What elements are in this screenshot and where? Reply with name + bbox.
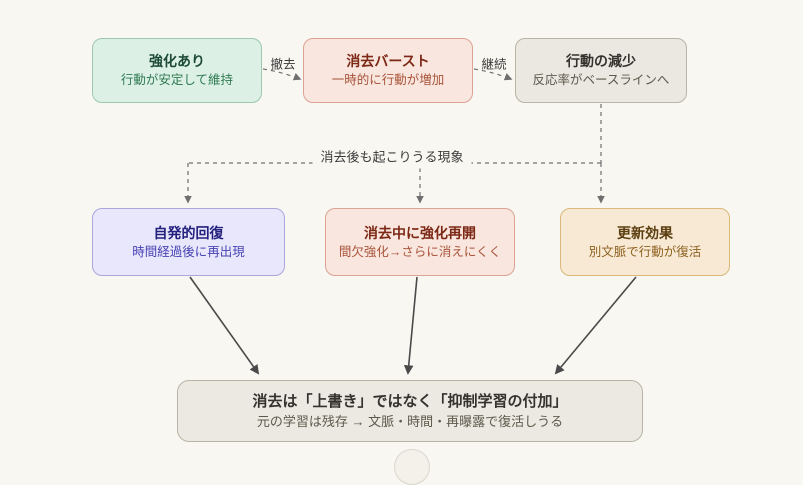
node-subtitle: 行動が安定して維持	[120, 73, 234, 88]
node-subtitle: 一時的に行動が増加	[331, 73, 445, 88]
node-reinforced: 強化あり 行動が安定して維持	[92, 38, 262, 103]
arrow-spontaneous-conclusion	[189, 276, 260, 375]
edge-continue-arrow	[473, 68, 513, 81]
node-renewal-effect: 更新効果 別文脈で行動が復活	[560, 208, 730, 276]
diagram-canvas: 消去後も起こりうる現象 撤去 継続 強化あり 行動が安定して維持 消去バースト …	[92, 38, 730, 485]
node-title: 強化あり	[149, 53, 205, 70]
connector-layer	[184, 68, 637, 375]
node-title: 消去は「上書き」ではなく「抑制学習の付加」	[252, 392, 568, 410]
node-subtitle: 別文脈で行動が復活	[588, 244, 702, 259]
node-title: 自発的回復	[153, 224, 224, 241]
edge-label-continue: 継続	[481, 57, 507, 72]
branch-label: 消去後も起こりうる現象	[312, 143, 472, 169]
arrow-reinstatement-conclusion	[403, 276, 418, 375]
watermark-circle	[394, 449, 430, 485]
arrow-renewal-conclusion	[554, 276, 637, 375]
node-subtitle: 元の学習は残存 → 文脈・時間・再曝露で復活しうる	[256, 413, 564, 429]
node-subtitle: 反応率がベースラインへ	[532, 73, 670, 88]
node-title: 更新効果	[617, 224, 673, 241]
node-subtitle: 間欠強化→さらに消えにくく	[338, 244, 502, 259]
node-behavior-decline: 行動の減少 反応率がベースラインへ	[515, 38, 687, 103]
edge-label-withdraw: 撤去	[270, 57, 296, 72]
node-subtitle: 時間経過後に再出現	[132, 244, 245, 259]
node-extinction-burst: 消去バースト 一時的に行動が増加	[303, 38, 473, 103]
node-title: 行動の減少	[566, 53, 636, 70]
node-spontaneous-recovery: 自発的回復 時間経過後に再出現	[92, 208, 285, 276]
node-title: 消去中に強化再開	[364, 224, 476, 241]
edge-withdraw-arrow	[262, 68, 302, 81]
node-conclusion: 消去は「上書き」ではなく「抑制学習の付加」 元の学習は残存 → 文脈・時間・再曝…	[177, 380, 643, 442]
node-title: 消去バースト	[346, 53, 430, 70]
node-reinforcement-resumed: 消去中に強化再開 間欠強化→さらに消えにくく	[325, 208, 515, 276]
